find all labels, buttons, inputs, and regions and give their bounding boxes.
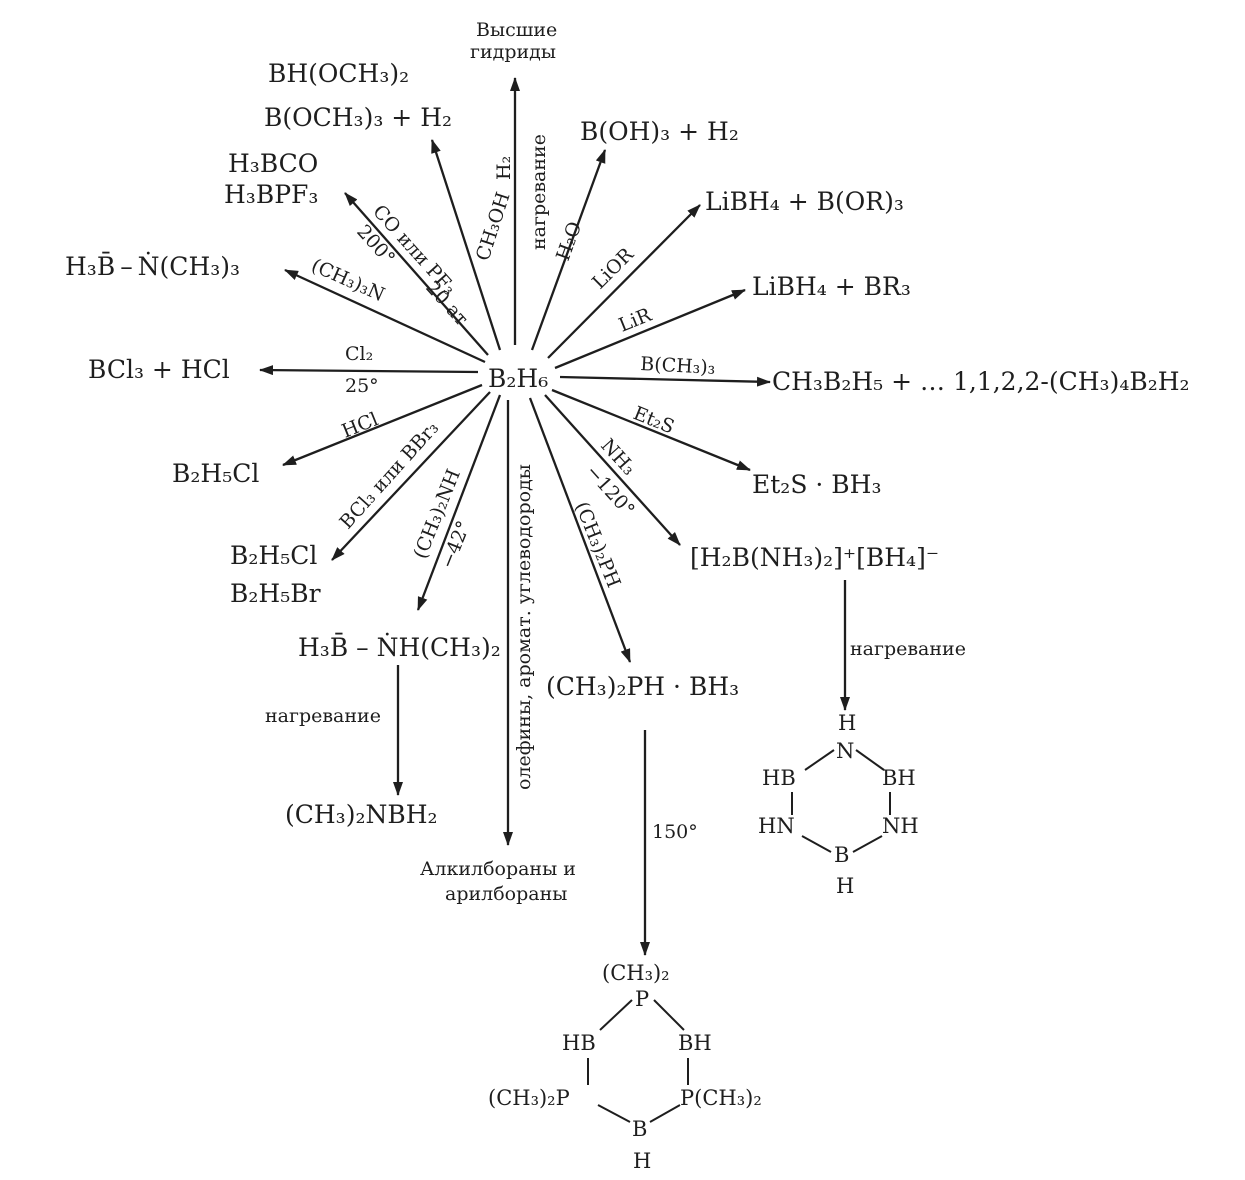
borazine-nh-right: NH	[882, 814, 919, 838]
product-b-trimethoxy: B(OCH₃)₃ + H₂	[264, 103, 452, 132]
phosphino-hb-left: HB	[562, 1031, 596, 1055]
phosphinoborane-structure: (CH₃)₂ P HB BH (CH₃)₂P P(CH₃)₂ B H	[488, 961, 762, 1173]
arrow-lir	[554, 288, 746, 370]
product-chlorodiborane: B₂H₅Cl	[230, 541, 317, 570]
product-boric-acid: B(OH)₃ + H₂	[580, 117, 739, 146]
borazine-structure: H N HB BH HN NH B H	[758, 711, 919, 898]
phosphino-p-right: P(CH₃)₂	[680, 1086, 762, 1110]
borazine-bottom-h: H	[836, 874, 854, 898]
product-higher-hydrides-2: гидриды	[470, 41, 556, 63]
product-higher-hydrides-1: Высшие	[476, 19, 557, 41]
borazine-bh-right: BH	[882, 766, 916, 790]
borazine-hb-left: HB	[762, 766, 796, 790]
cond-olefins: олефины, аромат. углеводороды	[513, 464, 535, 790]
product-methyl-diborane: CH₃B₂H₅ + … 1,1,2,2-(CH₃)₄B₂H₂	[772, 367, 1190, 396]
product-dimethylamine-adduct: H₃B̄ – ṄH(CH₃)₂	[298, 633, 501, 662]
cond-lir: LiR	[616, 304, 655, 337]
arrow-dimethylphosphine	[528, 397, 632, 663]
product-et2s-borane: Et₂S · BH₃	[752, 470, 881, 499]
cond-temp-150: 150°	[652, 821, 698, 843]
borazine-top-n: N	[836, 739, 854, 763]
phosphino-top-p: P	[635, 987, 649, 1011]
arrow-co-pf3	[344, 192, 489, 356]
product-libh4-alkoxide: LiBH₄ + B(OR)₃	[705, 187, 904, 216]
cond-methanol: CH₃OH	[472, 189, 515, 263]
product-b2h5cl: B₂H₅Cl	[172, 459, 259, 488]
arrow-lior	[547, 204, 701, 359]
phosphino-bond	[599, 999, 633, 1031]
phosphino-bond	[653, 999, 685, 1031]
product-libh4-trialkyl: LiBH₄ + BR₃	[752, 272, 911, 301]
product-borane-carbonyl: H₃BCO	[228, 149, 318, 178]
borazine-bottom-b: B	[834, 843, 849, 867]
product-ammonia-salt: [H₂B(NH₃)₂]⁺[BH₄]⁻	[690, 543, 939, 572]
borazine-hn-left: HN	[758, 814, 795, 838]
phosphino-top-sub: (CH₃)₂	[602, 961, 670, 985]
product-phosphine-adduct: (CH₃)₂PH · BH₃	[546, 672, 739, 701]
arrow-ammonia	[544, 394, 681, 546]
cond-heating-amine: нагревание	[265, 705, 381, 727]
cond-temp-25: 25°	[345, 375, 379, 397]
product-bh-methoxy: BH(OCH₃)₂	[268, 59, 409, 88]
phosphino-bottom-b: B	[632, 1117, 647, 1141]
reaction-arrows	[259, 77, 850, 956]
center-diborane: B₂H₆	[488, 364, 548, 393]
borazine-bond	[801, 835, 832, 853]
borazine-bond	[852, 835, 883, 853]
cond-et2s: Et₂S	[630, 402, 677, 438]
product-borane-pf3: H₃BPF₃	[224, 180, 318, 209]
cond-h2: H₂	[493, 156, 515, 180]
arrow-et2s	[551, 388, 751, 472]
phosphino-bottom-h: H	[633, 1149, 651, 1173]
product-alkylboranes-2: арилбораны	[445, 883, 567, 905]
arrow-trimethylamine	[284, 268, 486, 364]
arrow-trimethylboron	[559, 375, 771, 387]
arrow-hcl	[282, 383, 483, 467]
borazine-top-h: H	[838, 711, 856, 735]
product-bcl3: BCl₃ + HCl	[88, 355, 230, 384]
cond-heating-vertical: нагревание	[528, 134, 550, 250]
cond-chlorine: Cl₂	[345, 343, 373, 365]
phosphino-bond	[597, 1104, 631, 1123]
product-aminoborane: (CH₃)₂NBH₂	[285, 800, 438, 829]
arrow-bcl3	[331, 391, 491, 561]
phosphino-bond	[649, 1104, 681, 1123]
cond-trimethylboron: B(CH₃)₃	[640, 353, 716, 379]
arrow-methanol	[430, 139, 502, 351]
product-amine-adduct: H₃B̄ – Ṅ(CH₃)₃	[65, 252, 240, 281]
cond-water: H₂O	[552, 219, 586, 264]
cond-lior: LiOR	[588, 243, 638, 293]
arrow-chlorine	[259, 365, 479, 376]
phosphino-p-left: (CH₃)₂P	[488, 1086, 570, 1110]
arrow-water	[530, 149, 607, 351]
borazine-bond	[804, 749, 835, 771]
cond-hcl: HCl	[339, 408, 382, 442]
cond-heating-salt: нагревание	[850, 638, 966, 660]
phosphino-bh-right: BH	[678, 1031, 712, 1055]
product-bromodiborane: B₂H₅Br	[230, 579, 321, 608]
product-alkylboranes-1: Алкилбораны и	[420, 858, 576, 880]
arrow-dimethylamine	[416, 394, 502, 611]
borazine-bond	[855, 749, 885, 771]
